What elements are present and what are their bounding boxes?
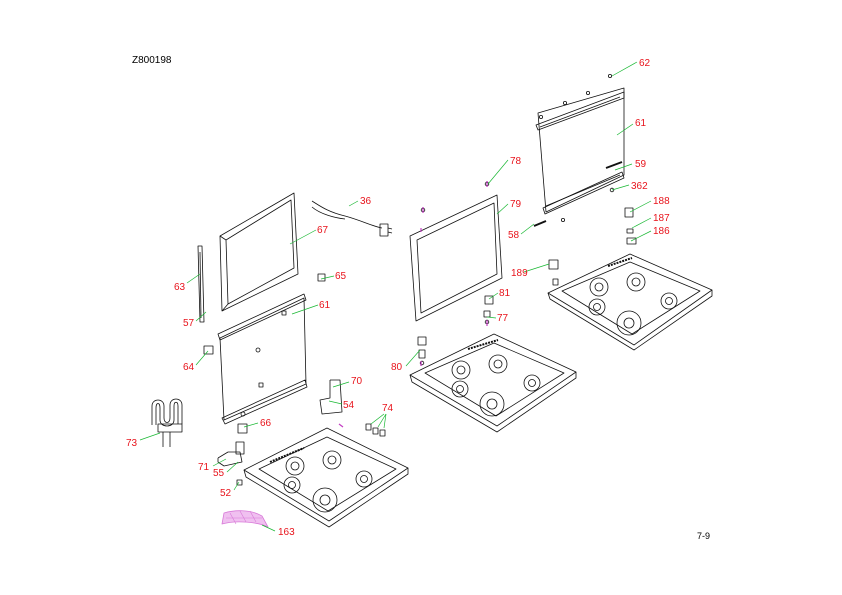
callout-label: 61 bbox=[635, 118, 647, 129]
middle-glass-lid bbox=[409, 181, 503, 322]
callout-label: 189 bbox=[511, 268, 528, 279]
callout-label: 67 bbox=[317, 225, 329, 236]
left-side-strip bbox=[197, 245, 205, 323]
callout-label: 55 bbox=[213, 468, 225, 479]
middle-hinge-parts bbox=[417, 295, 494, 366]
callout-label: 73 bbox=[126, 438, 138, 449]
callout-labels: 62 61 59 362 188 187 186 189 78 79 58 81… bbox=[126, 58, 670, 538]
callout-label: 57 bbox=[183, 318, 195, 329]
callout-label: 70 bbox=[351, 376, 363, 387]
screw-markers bbox=[338, 181, 488, 428]
right-hob-plate bbox=[547, 253, 713, 351]
middle-hob-plate bbox=[409, 333, 577, 433]
callout-label: 78 bbox=[510, 156, 522, 167]
leader-lines bbox=[139, 61, 652, 532]
callout-label: 63 bbox=[174, 282, 186, 293]
cleaning-cloth bbox=[221, 510, 269, 528]
callout-label: 54 bbox=[343, 400, 355, 411]
callout-label: 77 bbox=[497, 313, 509, 324]
callout-label: 80 bbox=[391, 362, 403, 373]
callout-label: 187 bbox=[653, 213, 670, 224]
callout-label: 58 bbox=[508, 230, 520, 241]
right-glass-lid bbox=[533, 74, 625, 227]
callout-label: 362 bbox=[631, 181, 648, 192]
document-code: Z800198 bbox=[132, 55, 172, 66]
callout-label: 71 bbox=[198, 462, 210, 473]
callout-label: 163 bbox=[278, 527, 295, 538]
left-glass-frame bbox=[203, 273, 326, 425]
callout-label: 186 bbox=[653, 226, 670, 237]
right-hinge-parts bbox=[548, 207, 637, 286]
page-number: 7-9 bbox=[697, 531, 711, 541]
callout-label: 74 bbox=[382, 403, 394, 414]
callout-label: 64 bbox=[183, 362, 195, 373]
callout-label: 81 bbox=[499, 288, 511, 299]
left-heating-element bbox=[151, 398, 183, 447]
callout-label: 188 bbox=[653, 196, 670, 207]
left-power-cord bbox=[311, 200, 393, 237]
callout-label: 52 bbox=[220, 488, 232, 499]
callout-label: 59 bbox=[635, 159, 647, 170]
callout-label: 61 bbox=[319, 300, 331, 311]
left-brackets bbox=[217, 379, 386, 486]
callout-label: 36 bbox=[360, 196, 372, 207]
callout-label: 62 bbox=[639, 58, 651, 69]
left-hob-plate bbox=[243, 427, 409, 528]
left-cover-lid bbox=[219, 192, 299, 312]
callout-label: 65 bbox=[335, 271, 347, 282]
callout-label: 79 bbox=[510, 199, 522, 210]
callout-label: 66 bbox=[260, 418, 272, 429]
